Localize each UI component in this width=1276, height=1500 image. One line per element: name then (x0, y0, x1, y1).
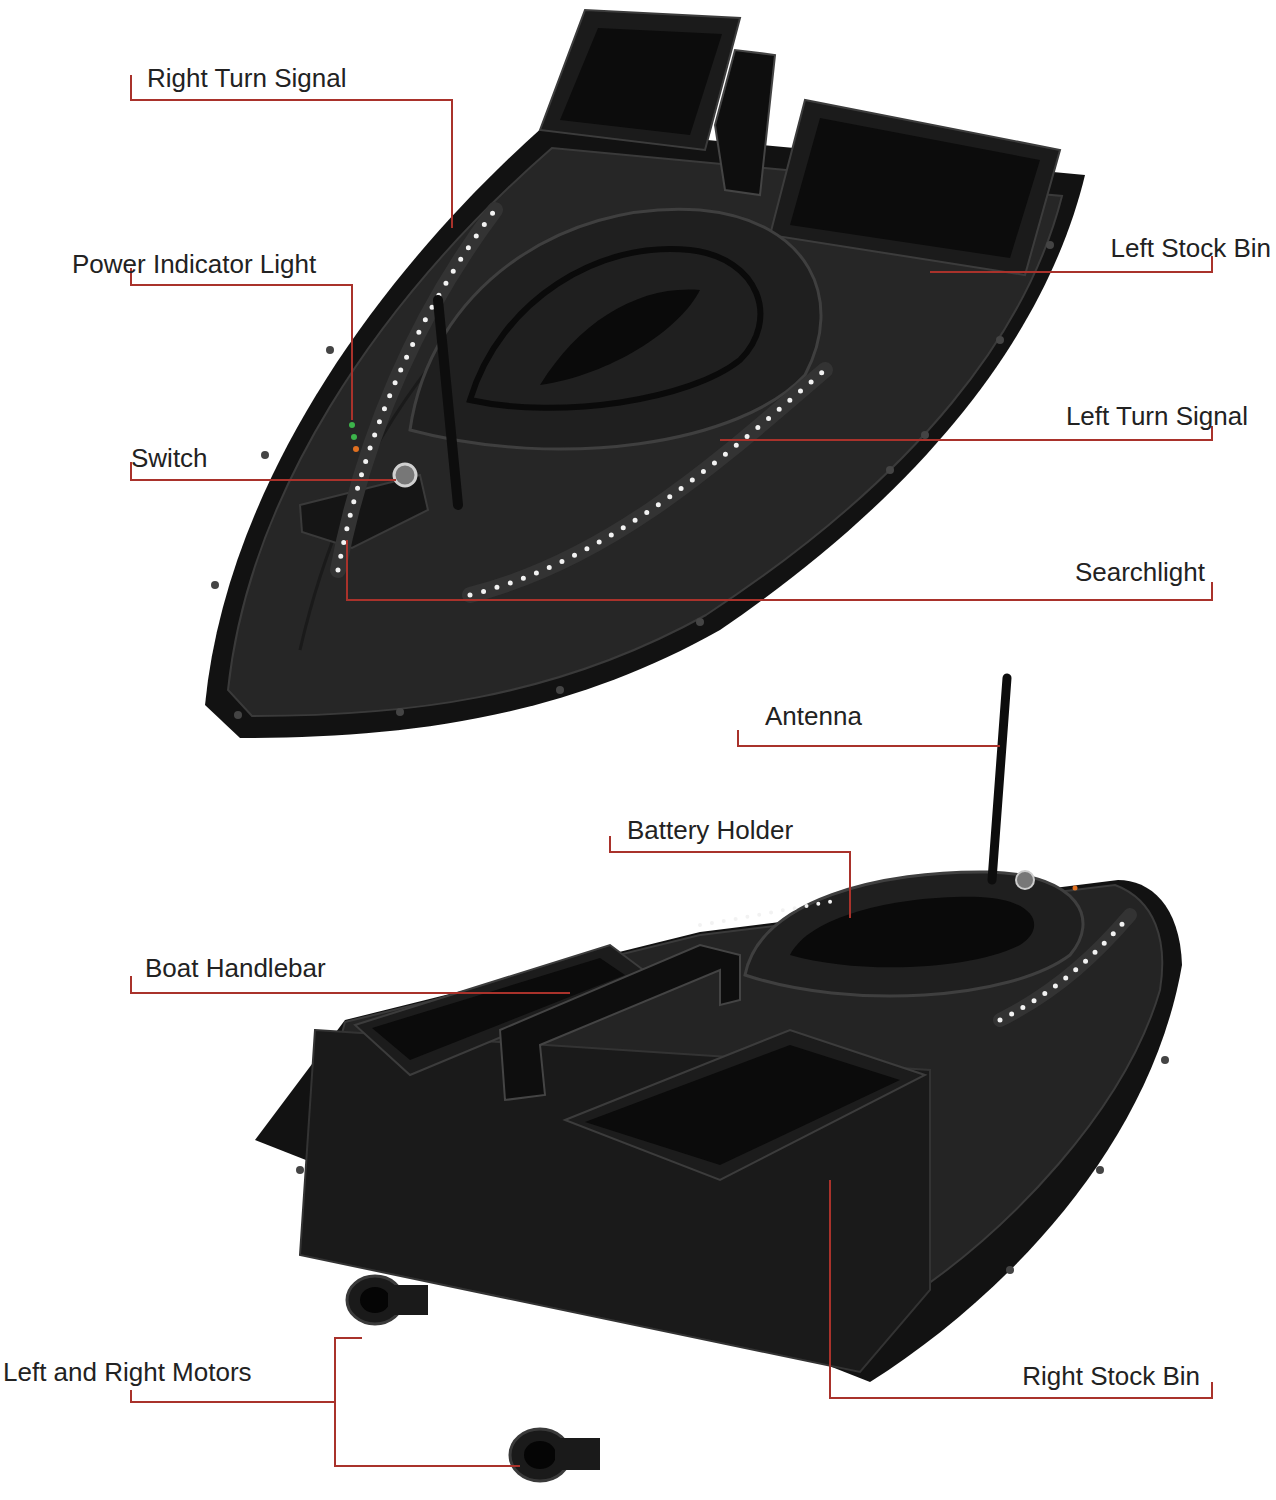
part-label: Left Turn Signal (1066, 401, 1248, 431)
part-label: Searchlight (1075, 557, 1205, 587)
part-label: Left Stock Bin (1111, 233, 1271, 263)
bottom-boat (255, 678, 1182, 1481)
leader-lines (131, 75, 1212, 1466)
part-label: Power Indicator Light (72, 249, 316, 279)
part-label: Battery Holder (627, 815, 793, 845)
motors (347, 1276, 600, 1481)
part-label: Boat Handlebar (145, 953, 326, 983)
part-label: Left and Right Motors (3, 1357, 252, 1387)
part-label: Right Turn Signal (147, 63, 346, 93)
part-label: Antenna (765, 701, 862, 731)
part-label: Right Stock Bin (1022, 1361, 1200, 1391)
part-label: Switch (131, 443, 208, 473)
top-boat (205, 10, 1085, 738)
